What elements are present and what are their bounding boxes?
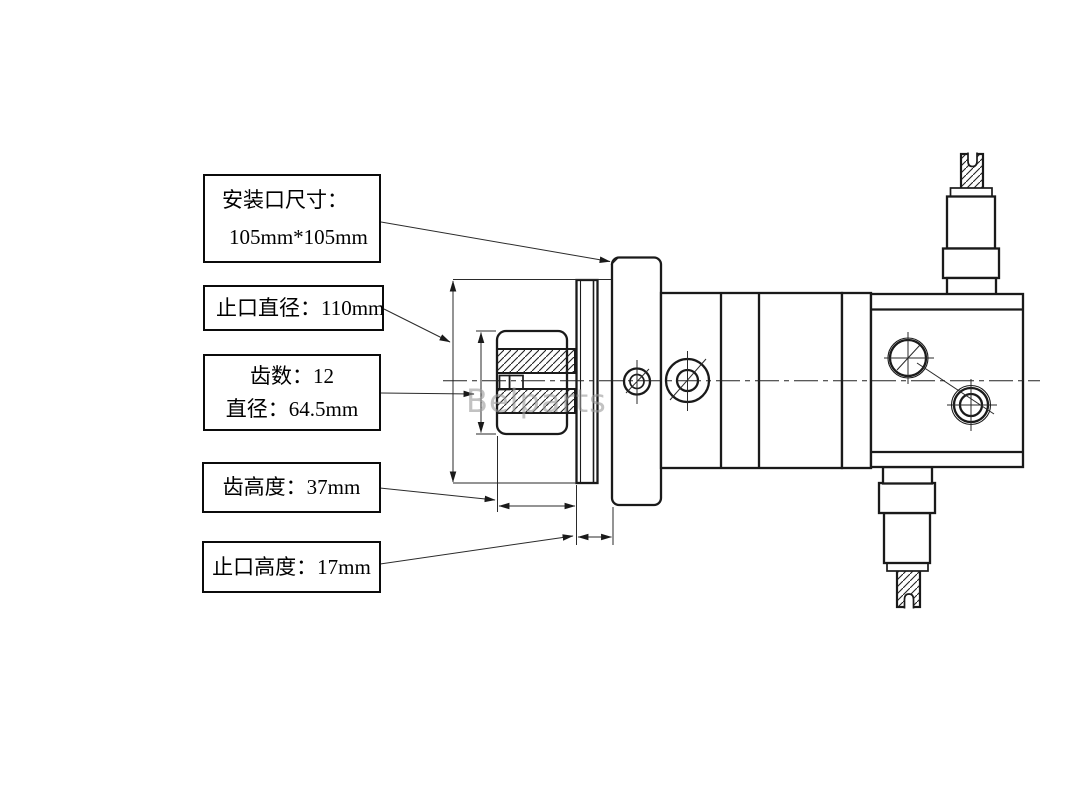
section-hatch-bottom bbox=[496, 388, 576, 414]
dimension-lines bbox=[449, 279, 614, 545]
label-text: 齿数：12 bbox=[250, 363, 334, 388]
label-text: 齿高度：37mm bbox=[222, 475, 361, 500]
label-text: 止口高度：17mm bbox=[212, 554, 371, 579]
leader-gear-spec bbox=[380, 390, 475, 398]
label-gear-teeth-spec: 齿数：12 直径：64.5mm bbox=[203, 354, 381, 431]
leader-tooth-height bbox=[379, 487, 496, 503]
top-fitting bbox=[941, 152, 1001, 297]
top-fitting-slot bbox=[967, 152, 978, 168]
bottom-fitting bbox=[877, 465, 937, 609]
bottom-fitting-hex bbox=[877, 481, 937, 515]
top-fitting-hex bbox=[941, 247, 1001, 280]
watermark: Belparts bbox=[466, 382, 607, 420]
label-value: 105mm*105mm bbox=[229, 224, 368, 249]
label-value: 直径：64.5mm bbox=[225, 396, 359, 421]
port-hole-2 bbox=[916, 362, 997, 431]
leader-mounting-size bbox=[380, 221, 611, 263]
label-spigot-height: 止口高度：17mm bbox=[202, 541, 381, 593]
label-mounting-port-size: 安装口尺寸： 105mm*105mm bbox=[203, 174, 381, 263]
leader-spigot-height bbox=[379, 534, 574, 565]
section-hatch-top bbox=[496, 348, 576, 374]
label-tooth-height: 齿高度：37mm bbox=[202, 462, 381, 513]
label-spigot-diameter: 止口直径：110mm bbox=[203, 285, 384, 331]
port-hole-1 bbox=[884, 332, 934, 384]
spline-gear-shaft bbox=[495, 329, 576, 436]
leader-lines bbox=[379, 221, 611, 565]
label-text: 止口直径：110mm bbox=[216, 295, 385, 320]
leader-spigot-diameter bbox=[383, 308, 451, 343]
bottom-fitting-slot bbox=[903, 593, 915, 609]
label-text: 安装口尺寸： bbox=[222, 187, 348, 212]
